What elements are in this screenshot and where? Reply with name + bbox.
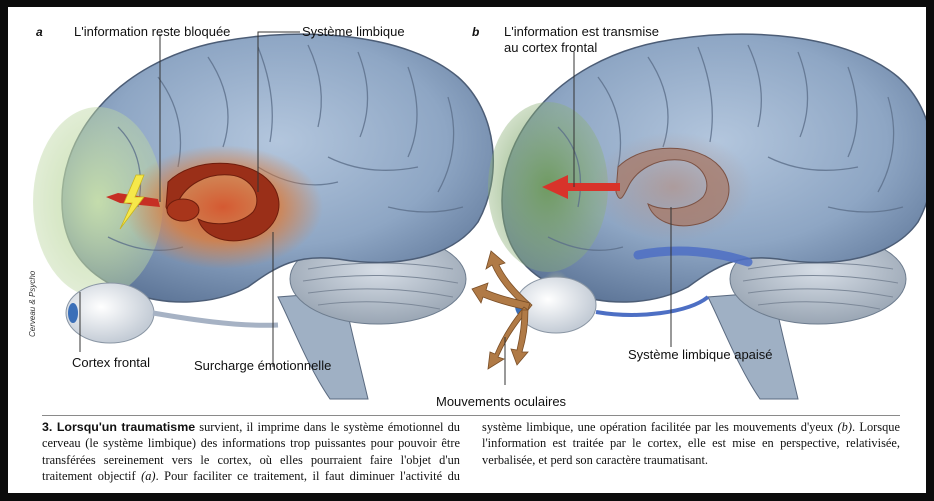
caption-ref-b: (b) [837,420,852,434]
label-frontal-cortex: Cortex frontal [72,355,151,370]
caption-lead: 3. Lorsqu'un traumatisme [42,420,196,434]
brain-illustration [33,31,926,400]
caption-text-1: survient, il imprime dans le système émo… [42,420,460,484]
transmit-arrow-b [542,175,620,199]
label-emotional-overload: Surcharge émotionnelle [194,358,332,373]
eye-b [515,270,710,334]
label-limbic-system: Système limbique [302,24,405,39]
brain-b [471,33,926,400]
label-eye-movements: Mouvements oculaires [436,394,567,409]
frontal-lobe-a [33,107,163,297]
caption-ref-a: (a) [141,469,156,484]
amygdala-a [166,198,200,222]
label-information-transmitted-1: L'information est transmise [504,24,659,39]
label-information-blocked: L'information reste bloquée [74,24,231,39]
figure-caption: 3. Lorsqu'un traumatisme survient, il im… [42,419,900,491]
caption-text-2: . Pour faciliter ce traitement, il faut … [155,420,838,484]
brain-a [33,31,494,400]
leader-lines-a [79,31,300,367]
eye-movement-arrows [471,250,533,370]
label-calm-limbic-system: Système limbique apaisé [628,347,773,362]
limbic-system-b [615,147,730,227]
lightning-bolt-a [119,174,145,230]
panel-b-letter: b [472,25,480,39]
eye-a [65,282,279,344]
caption-divider [42,415,900,416]
page: a L'information reste bloquée Système li… [8,7,926,493]
label-information-transmitted-2: au cortex frontal [504,40,598,55]
image-credit: Cerveau & Psycho [28,270,37,337]
panel-a-letter: a [36,25,43,39]
figure: a L'information reste bloquée Système li… [8,7,926,417]
optic-tract-b [633,246,753,267]
caption-text-3: . Lorsque l'information est traitée par … [482,420,900,467]
limbic-system-a [165,162,280,242]
leader-lines-b [504,52,672,385]
